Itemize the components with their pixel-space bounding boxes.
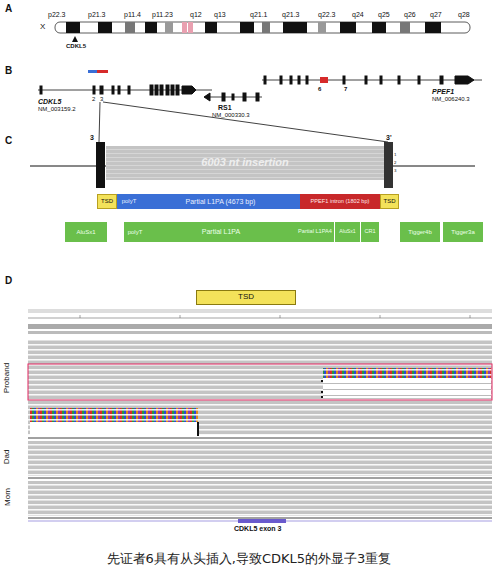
band-name: q26 bbox=[404, 11, 416, 18]
segment-label: Partial L1PA (4673 bp) bbox=[186, 198, 256, 205]
band-name: p21.3 bbox=[88, 11, 106, 18]
sample-name: Mom bbox=[4, 488, 12, 506]
segment-box: Tigger4b bbox=[400, 222, 440, 242]
svg-text:3: 3 bbox=[394, 168, 397, 173]
gene-name: CDKL5 bbox=[66, 43, 86, 49]
figure-caption: 先证者6具有从头插入,导致CDKL5的外显子3重复 bbox=[0, 552, 498, 565]
gene-name: RS1 bbox=[218, 104, 232, 111]
igv-reads bbox=[28, 309, 492, 523]
gene-name: CDKL5 bbox=[38, 98, 61, 105]
segment-label: TSD bbox=[101, 198, 113, 204]
band-name: q13 bbox=[214, 11, 226, 18]
segment-label: PPEF1 intron (1802 bp) bbox=[311, 199, 370, 205]
band-name: q22.3 bbox=[318, 11, 336, 18]
segment-label: 6003 nt insertion bbox=[201, 157, 288, 169]
transcript-id: NM_006240.3 bbox=[432, 96, 470, 102]
segment-box: polyT bbox=[124, 222, 146, 242]
exon-number: 3' bbox=[386, 134, 392, 141]
svg-text:2: 2 bbox=[394, 160, 397, 165]
exon-label: CDKL5 exon 3 bbox=[234, 525, 281, 532]
panel-letter: B bbox=[5, 66, 12, 76]
band-name: q28 bbox=[458, 11, 470, 18]
exon-number: 7 bbox=[344, 86, 347, 92]
segment-box: Partial L1PA4 bbox=[296, 222, 334, 242]
gene-tracks bbox=[38, 70, 482, 101]
segment-label: Tigger4b bbox=[408, 229, 431, 235]
segment-label: TSD bbox=[238, 293, 254, 301]
segment-label: polyT bbox=[128, 229, 143, 235]
segment-box: polyT bbox=[117, 194, 141, 209]
insertion-structure: 123 123 bbox=[30, 142, 475, 188]
band-name: q21.3 bbox=[282, 11, 300, 18]
insertion-band: 6003 nt insertion bbox=[106, 146, 384, 180]
transcript-id: NM_003159.2 bbox=[38, 106, 76, 112]
segment-box: AluSx1 bbox=[335, 222, 360, 242]
segment-box: Tigger3a bbox=[443, 222, 483, 242]
segment-box: CR1 bbox=[361, 222, 379, 242]
band-name: q12 bbox=[190, 11, 202, 18]
segment-label: Tigger3a bbox=[451, 229, 474, 235]
panel-letter: C bbox=[5, 136, 12, 146]
band-name: q27 bbox=[430, 11, 442, 18]
segment-box: PPEF1 intron (1802 bp) bbox=[300, 194, 380, 209]
band-name: p11.4 bbox=[124, 11, 141, 18]
segment-label: AluSx1 bbox=[76, 229, 95, 235]
band-name: q25 bbox=[378, 11, 390, 18]
segment-box: Partial L1PA (4673 bp) bbox=[141, 194, 300, 209]
svg-text:1: 1 bbox=[394, 152, 397, 157]
segment-box: Partial L1PA bbox=[146, 222, 296, 242]
segment-box: TSD bbox=[196, 290, 296, 305]
exon-number: 6 bbox=[318, 86, 321, 92]
zoom-lines bbox=[99, 102, 388, 142]
band-name: q24 bbox=[352, 11, 364, 18]
segment-label: AluSx1 bbox=[339, 229, 355, 234]
band-name: q21.1 bbox=[250, 11, 268, 18]
segment-box: TSD bbox=[380, 194, 399, 209]
sample-name: Dad bbox=[3, 450, 11, 465]
chromosome-ideogram bbox=[55, 22, 470, 42]
panel-letter: A bbox=[5, 4, 12, 14]
segment-label: polyT bbox=[122, 198, 137, 204]
exon-number: 3 bbox=[90, 134, 94, 141]
sample-name: Proband bbox=[3, 363, 11, 393]
panel-letter: D bbox=[5, 276, 12, 286]
transcript-id: NM_000330.3 bbox=[212, 112, 250, 118]
exon-number: 2 bbox=[92, 96, 95, 102]
gene-name: PPEF1 bbox=[432, 88, 454, 95]
segment-label: TSD bbox=[384, 198, 396, 204]
band-name: p11.23 bbox=[152, 11, 173, 18]
segment-box: TSD bbox=[97, 194, 117, 209]
segment-box: AluSx1 bbox=[65, 222, 107, 242]
segment-label: Partial L1PA bbox=[202, 228, 240, 235]
exon-number: 3 bbox=[100, 96, 103, 102]
segment-label: CR1 bbox=[364, 229, 375, 235]
chromosome-name: X bbox=[40, 23, 45, 31]
segment-label: Partial L1PA4 bbox=[298, 229, 332, 235]
band-name: p22.3 bbox=[48, 11, 66, 18]
